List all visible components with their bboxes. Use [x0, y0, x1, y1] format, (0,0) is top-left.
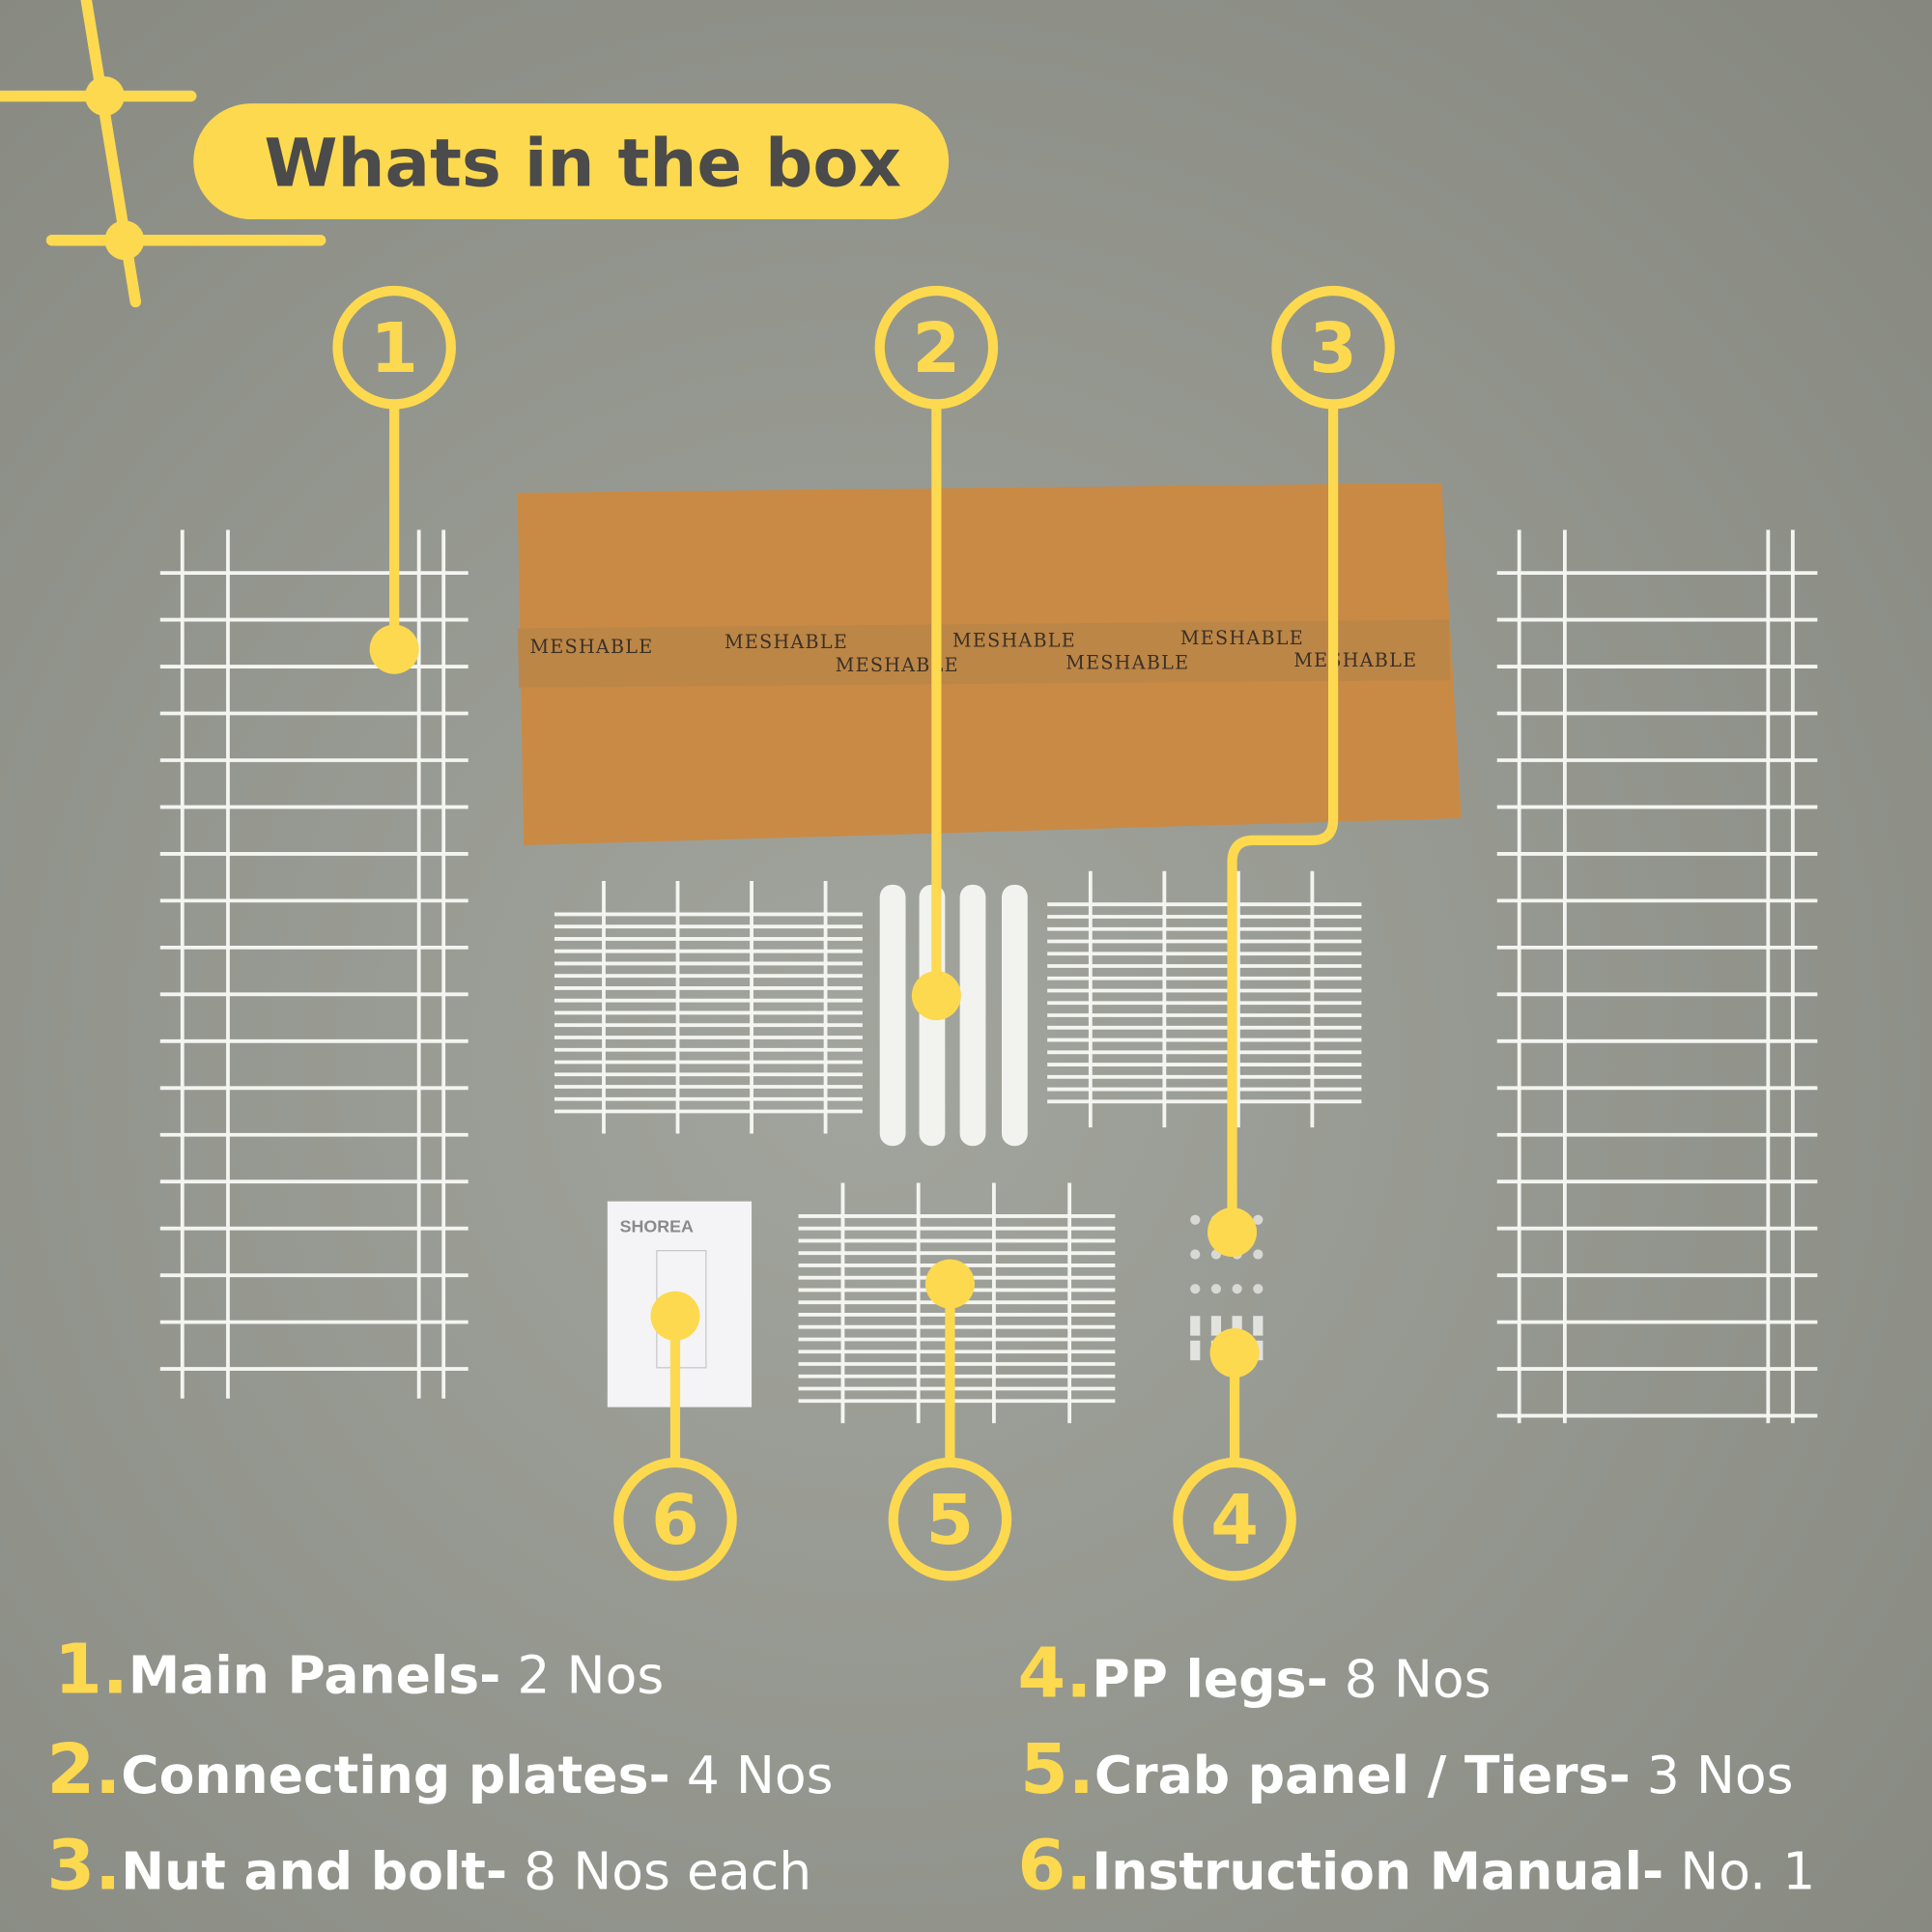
list-item-5: 5.Crab panel / Tiers- 3 Nos — [1020, 1729, 1793, 1809]
connecting-plate — [879, 884, 906, 1147]
svg-text:1: 1 — [370, 308, 418, 388]
title-badge: Whats in the box — [193, 103, 950, 220]
tape-brand-text: MESHABLE — [1180, 627, 1304, 649]
tape-brand-text: MESHABLE — [1065, 652, 1189, 674]
callout-lines — [389, 406, 1339, 1462]
svg-text:4: 4 — [1210, 1480, 1259, 1560]
tape-brand-text: MESHABLE — [1293, 649, 1417, 671]
list-item-2: 2.Connecting plates- 4 Nos — [46, 1729, 833, 1809]
tape-brand-text: MESHABLE — [724, 631, 848, 653]
connecting-plate — [959, 884, 986, 1147]
pp-leg — [1190, 1316, 1201, 1336]
pp-leg — [1210, 1316, 1222, 1336]
bolt — [1253, 1249, 1264, 1260]
svg-text:5: 5 — [926, 1480, 975, 1560]
svg-text:2: 2 — [913, 308, 961, 388]
manual-title: SHOREA — [620, 1217, 694, 1236]
bolt — [1253, 1214, 1264, 1225]
bolt — [1190, 1249, 1201, 1260]
callout-4: 4 — [1173, 1457, 1296, 1581]
callout-1: 1 — [332, 285, 456, 410]
tape-brand-text: MESHABLE — [836, 654, 959, 676]
contents-list: 1.Main Panels- 2 Nos 2.Connecting plates… — [46, 1630, 1815, 1906]
connecting-plates — [879, 884, 1028, 1147]
svg-text:6: 6 — [651, 1480, 699, 1560]
page-title: Whats in the box — [265, 126, 902, 203]
tape-brand-text: MESHABLE — [952, 630, 1076, 652]
list-item-4: 4.PP legs- 8 Nos — [1018, 1633, 1492, 1713]
bolt — [1190, 1214, 1201, 1225]
cardboard-box: MESHABLE MESHABLE MESHABLE MESHABLE MESH… — [517, 483, 1462, 845]
decorative-cross — [0, 0, 327, 308]
bolt — [1253, 1284, 1264, 1294]
callout-2: 2 — [874, 285, 999, 410]
pp-leg — [1253, 1316, 1264, 1336]
callout-5: 5 — [888, 1457, 1012, 1581]
pp-leg — [1232, 1316, 1242, 1336]
callout-6: 6 — [613, 1457, 737, 1581]
bolt — [1190, 1284, 1201, 1294]
callout-3: 3 — [1271, 285, 1395, 410]
pp-leg — [1190, 1340, 1201, 1361]
svg-text:3: 3 — [1309, 308, 1357, 388]
tape-brand-text: MESHABLE — [529, 636, 653, 658]
callout-dots — [369, 624, 1260, 1378]
list-item-1: 1.Main Panels- 2 Nos — [54, 1630, 664, 1710]
bolt — [1232, 1284, 1242, 1294]
bolt — [1210, 1284, 1222, 1294]
list-item-3: 3.Nut and bolt- 8 Nos each — [46, 1825, 811, 1905]
list-item-6: 6.Instruction Manual- No. 1 — [1018, 1825, 1816, 1905]
connecting-plate — [1001, 884, 1028, 1147]
